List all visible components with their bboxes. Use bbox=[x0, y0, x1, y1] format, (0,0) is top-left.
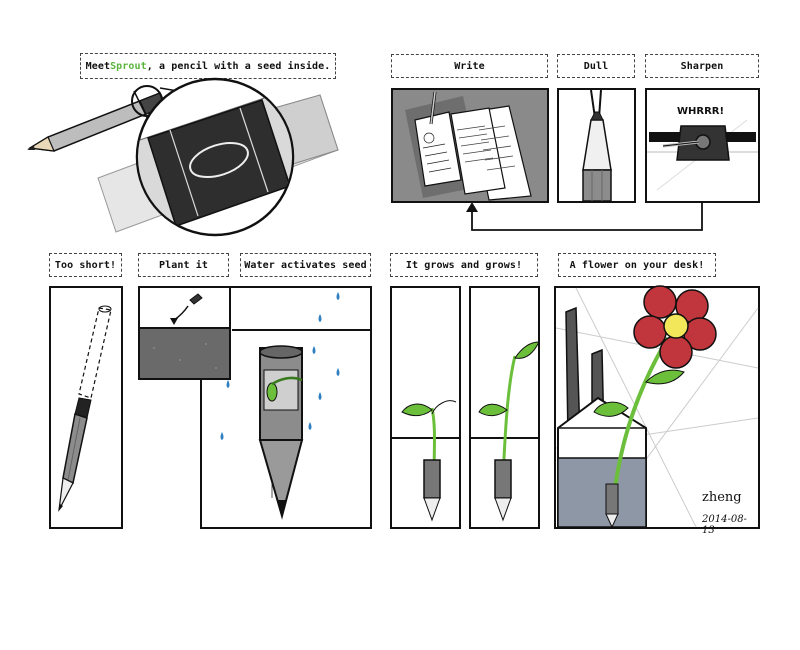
step-label-flower: A flower on your desk! bbox=[558, 253, 716, 277]
panel-flower: zheng 2014-08-13 bbox=[554, 285, 760, 536]
seed-icon bbox=[189, 141, 249, 179]
intro-rest: , a pencil with a seed inside. bbox=[146, 60, 331, 72]
plant-illustration bbox=[140, 293, 229, 378]
panel-too-short bbox=[49, 286, 123, 529]
step-label-sharpen: Sharpen bbox=[645, 54, 759, 78]
panel-dull bbox=[557, 88, 636, 203]
signature-name: zheng bbox=[702, 490, 742, 505]
write-illustration bbox=[393, 90, 547, 201]
step-label-write: Write bbox=[391, 54, 548, 78]
sharpen-illustration: WHRRR! bbox=[647, 106, 758, 191]
step-label-plant: Plant it bbox=[138, 253, 229, 277]
intro-highlight: Sprout bbox=[110, 60, 147, 72]
water-illustration bbox=[220, 292, 370, 520]
panel-write bbox=[391, 88, 549, 203]
pencil-overview bbox=[27, 85, 168, 152]
panel-grows-1 bbox=[390, 286, 461, 529]
sharpener-sound: WHRRR! bbox=[677, 106, 724, 117]
step-label-dull: Dull bbox=[557, 54, 635, 78]
cycle-arrow bbox=[466, 202, 703, 231]
step-label-water: Water activates seed bbox=[240, 253, 371, 277]
pencil-magnified bbox=[97, 94, 339, 233]
signature-date: 2014-08-13 bbox=[702, 514, 747, 536]
flower-illustration bbox=[555, 285, 759, 529]
panel-sharpen: WHRRR! bbox=[645, 88, 760, 203]
step-label-too-short: Too short! bbox=[49, 253, 122, 277]
magnifier-circle bbox=[135, 77, 295, 237]
dull-illustration bbox=[582, 89, 612, 202]
grows-illustration-2 bbox=[471, 341, 540, 522]
intro-caption: Meet Sprout, a pencil with a seed inside… bbox=[80, 53, 336, 79]
intro-lead: Meet bbox=[85, 60, 111, 72]
too-short-illustration bbox=[58, 305, 112, 512]
grows-illustration-1 bbox=[392, 400, 459, 522]
step-label-grows: It grows and grows! bbox=[390, 253, 538, 277]
panel-plant bbox=[138, 286, 231, 380]
panel-grows-2 bbox=[469, 286, 540, 529]
